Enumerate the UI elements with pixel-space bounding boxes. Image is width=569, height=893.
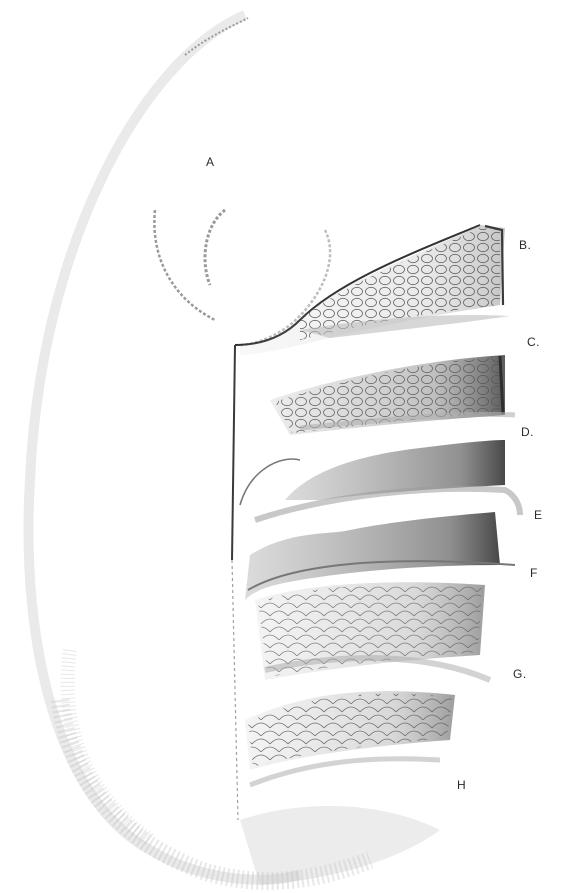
label-h: H	[457, 778, 466, 792]
band-h	[245, 691, 455, 785]
label-c: C.	[527, 335, 540, 349]
label-e: E	[534, 508, 543, 522]
band-b	[240, 225, 505, 355]
band-d	[270, 355, 515, 435]
band-e	[240, 440, 520, 520]
label-g: G.	[513, 667, 527, 681]
label-a: A	[206, 155, 215, 169]
label-f: F	[530, 566, 538, 580]
band-g	[255, 582, 490, 680]
label-b: B.	[519, 238, 531, 252]
label-d: D.	[521, 425, 534, 439]
